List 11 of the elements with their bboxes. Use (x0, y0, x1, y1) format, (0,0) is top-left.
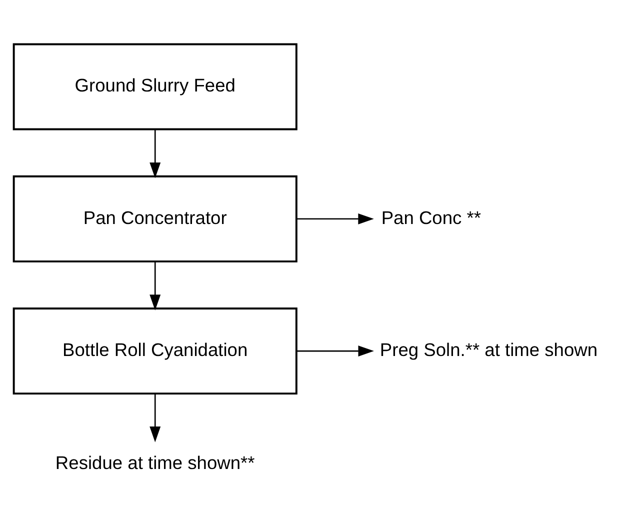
node-text: Pan Conc ** (381, 206, 482, 228)
arrow (150, 394, 161, 442)
arrow (150, 261, 161, 310)
node-text: Preg Soln.** at time shown (380, 338, 598, 360)
arrow (150, 128, 161, 178)
arrow (296, 345, 374, 356)
node-box: Pan Concentrator (12, 174, 298, 262)
arrow (296, 212, 374, 224)
node-box: Bottle Roll Cyanidation (12, 307, 298, 394)
node-box: Ground Slurry Feed (12, 42, 298, 130)
node-text: Residue at time shown** (55, 452, 255, 473)
